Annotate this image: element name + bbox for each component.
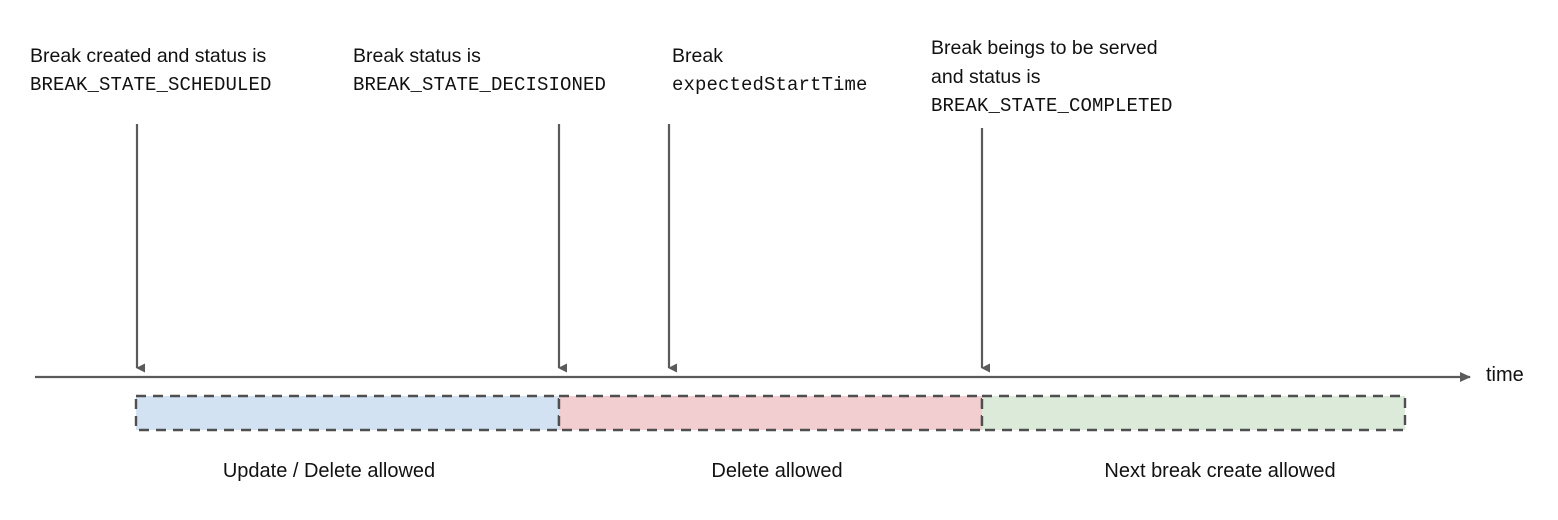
segment-caption-update-delete: Update / Delete allowed — [222, 460, 436, 482]
annotation-line: Break created and status is — [30, 45, 267, 67]
annotation-completed: Break beings to be served and status is BR… — [931, 34, 1173, 121]
timeline-segment-bars — [134, 394, 1407, 432]
annotation-line: Break status is — [353, 45, 481, 67]
annotation-line: BREAK_STATE_COMPLETED — [931, 95, 1173, 117]
annotation-line: BREAK_STATE_DECISIONED — [353, 74, 607, 96]
annotation-line: Break — [672, 45, 723, 67]
time-axis-label: time — [1486, 364, 1524, 386]
segment-caption-next-break-create: Next break create allowed — [1104, 460, 1336, 482]
segment-caption-delete-only: Delete allowed — [711, 460, 843, 482]
timeline-segment-update-delete — [134, 394, 561, 432]
annotation-line: BREAK_STATE_SCHEDULED — [30, 74, 272, 96]
timeline-segment-next-break-create — [980, 394, 1407, 432]
timeline-segment-delete-only — [557, 394, 984, 432]
annotation-scheduled: Break created and status is BREAK_STATE_S… — [30, 42, 272, 100]
annotation-line: expectedStartTime — [672, 74, 868, 96]
annotation-expected-start-time: Break expectedStartTime — [672, 42, 868, 100]
annotation-line: and status is — [931, 66, 1041, 88]
annotation-decisioned: Break status is BREAK_STATE_DECISIONED — [353, 42, 606, 100]
annotation-line: Break beings to be served — [931, 37, 1158, 59]
event-arrow-group — [135, 124, 990, 373]
